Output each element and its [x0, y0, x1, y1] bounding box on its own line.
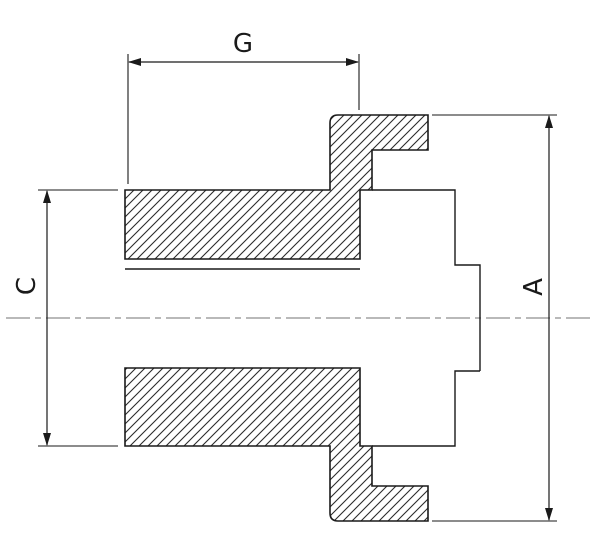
dim-c-arrow-bottom: [43, 433, 51, 446]
dim-a-arrow-top: [545, 115, 553, 128]
lower-section-hub-flange: [124, 367, 429, 522]
dim-c-arrow-top: [43, 190, 51, 203]
jaw-profile-lower: [372, 370, 480, 447]
dimension-label-g: G: [233, 29, 253, 59]
dimension-label-a: A: [519, 278, 549, 296]
upper-section-hub-flange: [124, 114, 429, 260]
dimension-g: G: [127, 29, 360, 184]
dim-g-arrow-left: [128, 58, 141, 66]
dim-a-arrow-bottom: [545, 508, 553, 521]
dim-g-arrow-right: [346, 58, 359, 66]
jaw-profile-upper: [372, 189, 481, 371]
dimension-a: A: [432, 114, 557, 522]
dimension-c: C: [12, 189, 118, 447]
dimension-label-c: C: [12, 277, 42, 295]
